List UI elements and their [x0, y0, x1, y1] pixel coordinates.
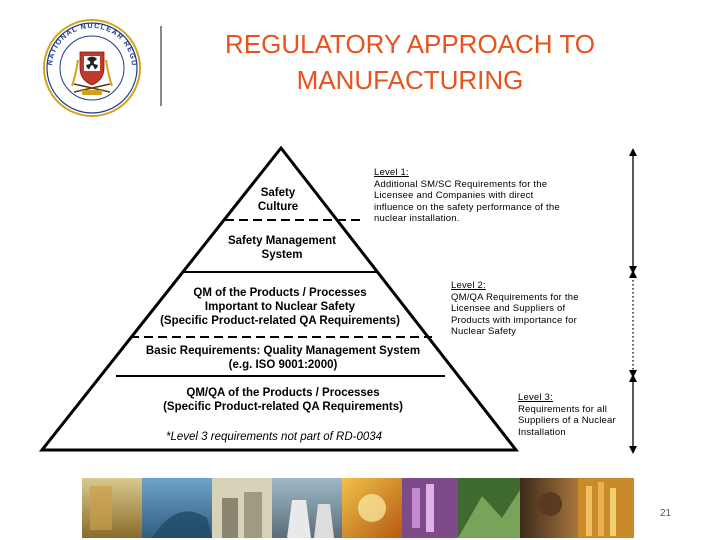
level2-line1: QM/QA Requirements for the — [451, 291, 579, 303]
level1-description: Level 1: Additional SM/SC Requirements f… — [374, 167, 614, 225]
level3-heading: Level 3: — [518, 392, 553, 403]
level3-line1: Requirements for all — [518, 403, 608, 415]
level3-line2: Suppliers of a Nuclear — [518, 415, 616, 427]
header-divider — [160, 26, 162, 106]
tier-qm-products-line1: QM of the Products / Processes — [193, 287, 367, 299]
nnr-logo: NATIONAL NUCLEAR REGULATOR — [33, 7, 148, 118]
title-line-2: MANUFACTURING — [296, 65, 524, 95]
tier-qmqa-products-line1: QM/QA of the Products / Processes — [186, 387, 380, 399]
level1-line3: influence on the safety performance of t… — [374, 201, 560, 213]
level1-line4: nuclear installation. — [374, 213, 460, 225]
tier-basic-requirements-line1: Basic Requirements: Quality Management S… — [145, 345, 421, 357]
level3-description: Level 3: Requirements for all Suppliers … — [518, 392, 628, 438]
tier-safety-culture-line2: Culture — [257, 201, 299, 213]
level1-line1: Additional SM/SC Requirements for the — [374, 178, 548, 190]
tier-qm-products: QM of the Products / Processes Important… — [140, 286, 420, 328]
tier-basic-requirements: Basic Requirements: Quality Management S… — [118, 344, 448, 372]
level2-description: Level 2: QM/QA Requirements for the Lice… — [451, 280, 621, 338]
tier-qm-products-line2: Important to Nuclear Safety — [204, 301, 356, 313]
tier-safety-management-line1: Safety Management — [227, 235, 336, 247]
level1-line2: Licensee and Companies with direct — [374, 190, 534, 202]
level3-line3: Installation — [518, 426, 566, 438]
level-arrows — [629, 148, 637, 454]
pyramid-diagram: Safety Culture Safety Management System … — [0, 140, 720, 460]
level3-footnote: *Level 3 requirements not part of RD-003… — [166, 431, 383, 443]
tier-qm-products-line3: (Specific Product-related QA Requirement… — [160, 315, 400, 327]
tier-qmqa-products-line2: (Specific Product-related QA Requirement… — [163, 401, 403, 413]
level2-line3: Products with importance for — [451, 314, 577, 326]
industry-photo-strip — [82, 478, 634, 538]
level1-heading: Level 1: — [374, 167, 409, 178]
tier-basic-requirements-line2: (e.g. ISO 9001:2000) — [228, 359, 338, 371]
level2-line2: Licensee and Suppliers of — [451, 303, 566, 315]
title-line-1: REGULATORY APPROACH TO — [225, 29, 595, 59]
tier-safety-culture: Safety Culture — [232, 186, 324, 214]
tier-qmqa-products: QM/QA of the Products / Processes (Speci… — [138, 386, 428, 414]
page-title: REGULATORY APPROACH TO MANUFACTURING — [170, 26, 650, 98]
tier-safety-management-line2: System — [261, 249, 303, 261]
tier-safety-management: Safety Management System — [192, 234, 372, 262]
level2-line4: Nuclear Safety — [451, 326, 517, 338]
pyramid-outline — [38, 145, 520, 452]
level2-heading: Level 2: — [451, 280, 486, 291]
tier-safety-culture-line1: Safety — [260, 187, 296, 199]
page-number: 21 — [660, 508, 672, 519]
